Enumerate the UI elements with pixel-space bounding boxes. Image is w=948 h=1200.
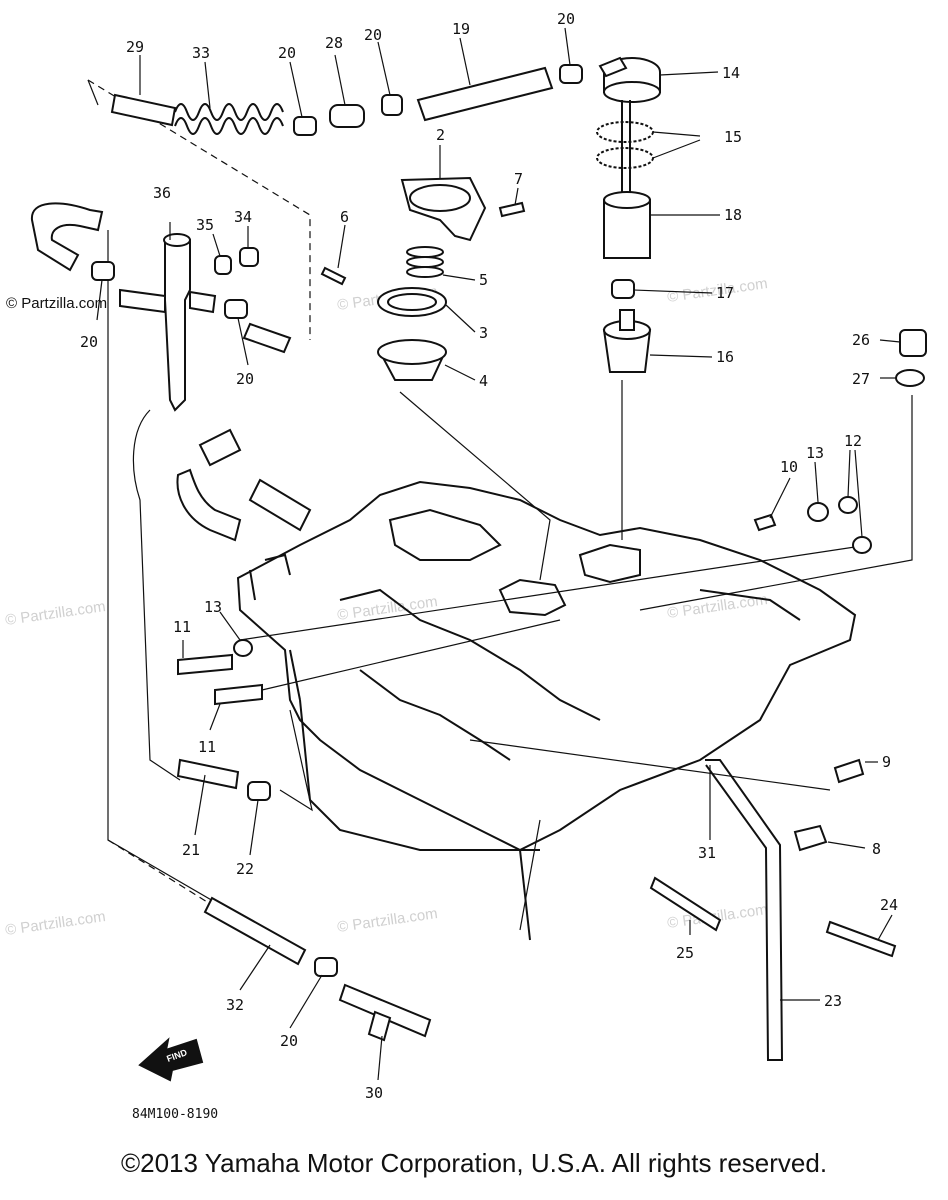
callout-19: 19 bbox=[452, 20, 470, 38]
pin-icon bbox=[498, 201, 526, 218]
callout-28: 28 bbox=[325, 34, 343, 52]
nut-icon bbox=[214, 255, 232, 275]
watermark-left: © Partzilla.com bbox=[6, 295, 107, 312]
callout-29: 29 bbox=[126, 38, 144, 56]
hose-clip-icon bbox=[559, 64, 583, 84]
callout-18: 18 bbox=[724, 206, 742, 224]
leader-lines bbox=[96, 27, 901, 1081]
hose-clip-icon bbox=[293, 116, 317, 136]
pipe-icon bbox=[416, 66, 554, 122]
grommet-icon bbox=[793, 824, 828, 852]
callout-32: 32 bbox=[226, 996, 244, 1014]
callout-12: 12 bbox=[844, 432, 862, 450]
clip-icon bbox=[753, 513, 777, 532]
callout-11: 11 bbox=[198, 738, 216, 756]
callout-20: 20 bbox=[278, 44, 296, 62]
watermark: © Partzilla.com bbox=[4, 908, 106, 939]
callout-20: 20 bbox=[557, 10, 575, 28]
callout-26: 26 bbox=[852, 331, 870, 349]
joint-icon bbox=[329, 104, 365, 128]
copyright-notice: ©2013 Yamaha Motor Corporation, U.S.A. A… bbox=[120, 1148, 828, 1178]
callout-36: 36 bbox=[153, 184, 171, 202]
hose-clip-icon bbox=[314, 957, 338, 977]
watermark: © Partzilla.com bbox=[336, 905, 438, 936]
callout-20: 20 bbox=[80, 333, 98, 351]
callout-15: 15 bbox=[724, 128, 742, 146]
pin-icon bbox=[320, 266, 347, 286]
callout-24: 24 bbox=[880, 896, 898, 914]
callout-10: 10 bbox=[780, 458, 798, 476]
clip-icon bbox=[838, 496, 858, 514]
watermark: © Partzilla.com bbox=[4, 598, 106, 629]
callout-14: 14 bbox=[722, 64, 740, 82]
callout-20: 20 bbox=[364, 26, 382, 44]
strap-icon bbox=[649, 876, 722, 932]
callout-20: 20 bbox=[280, 1032, 298, 1050]
callout-3: 3 bbox=[479, 324, 488, 342]
washer-icon bbox=[233, 639, 253, 657]
find-arrow-icon bbox=[138, 1037, 204, 1082]
callouts: 29 33 20 28 20 19 20 14 15 18 17 16 2 7 … bbox=[80, 10, 898, 1102]
tee-joint-icon bbox=[338, 983, 432, 1038]
callout-23: 23 bbox=[824, 992, 842, 1010]
callout-34: 34 bbox=[234, 208, 252, 226]
callout-4: 4 bbox=[479, 372, 488, 390]
diagram-code: 84M100-8190 bbox=[132, 1107, 218, 1122]
hose-icon bbox=[176, 468, 242, 542]
callout-7: 7 bbox=[514, 170, 523, 188]
spring-icon bbox=[406, 246, 444, 278]
hose-clip-icon bbox=[224, 299, 248, 319]
callout-21: 21 bbox=[182, 841, 200, 859]
callout-17: 17 bbox=[716, 284, 734, 302]
callout-33: 33 bbox=[192, 44, 210, 62]
callout-5: 5 bbox=[479, 271, 488, 289]
bolt-icon bbox=[214, 683, 263, 706]
hose-icon bbox=[30, 202, 104, 272]
hose-icon bbox=[705, 759, 784, 1061]
callout-9: 9 bbox=[882, 753, 891, 771]
callout-25: 25 bbox=[676, 944, 694, 962]
clamp-icon bbox=[611, 279, 635, 299]
callout-35: 35 bbox=[196, 216, 214, 234]
callout-13: 13 bbox=[806, 444, 824, 462]
fuel-tank-exploded-view: © Partzilla.com © Partzilla.com © Partzi… bbox=[4, 10, 927, 1122]
pipe-icon bbox=[176, 758, 240, 790]
hose-clip-icon bbox=[381, 94, 403, 116]
callout-27: 27 bbox=[852, 370, 870, 388]
clip-icon bbox=[833, 758, 865, 784]
callout-31: 31 bbox=[698, 844, 716, 862]
fuel-tank-icon bbox=[236, 480, 857, 941]
callout-11: 11 bbox=[173, 618, 191, 636]
callout-13: 13 bbox=[204, 598, 222, 616]
callout-16: 16 bbox=[716, 348, 734, 366]
fuel-valve-icon bbox=[164, 239, 191, 412]
strap-icon bbox=[825, 920, 897, 958]
spring-icon bbox=[174, 103, 284, 135]
washer-icon bbox=[895, 369, 925, 387]
washer-icon bbox=[807, 502, 829, 522]
hose-clip-icon bbox=[91, 261, 115, 281]
callout-20: 20 bbox=[236, 370, 254, 388]
fuel-hose-icon bbox=[110, 93, 177, 127]
callout-22: 22 bbox=[236, 860, 254, 878]
callout-8: 8 bbox=[872, 840, 881, 858]
hose-clip-icon bbox=[247, 781, 271, 801]
rubber-mount-icon bbox=[899, 329, 927, 357]
pipe-icon bbox=[242, 322, 292, 354]
callout-6: 6 bbox=[340, 208, 349, 226]
washer-icon bbox=[596, 147, 654, 169]
assembly-lines bbox=[87, 79, 913, 961]
hose-icon bbox=[248, 478, 312, 532]
callout-2: 2 bbox=[436, 126, 445, 144]
washer-icon bbox=[596, 121, 654, 143]
nut-icon bbox=[239, 247, 259, 267]
pipe-icon bbox=[203, 896, 307, 966]
bolt-icon bbox=[177, 653, 233, 676]
callout-30: 30 bbox=[365, 1084, 383, 1102]
